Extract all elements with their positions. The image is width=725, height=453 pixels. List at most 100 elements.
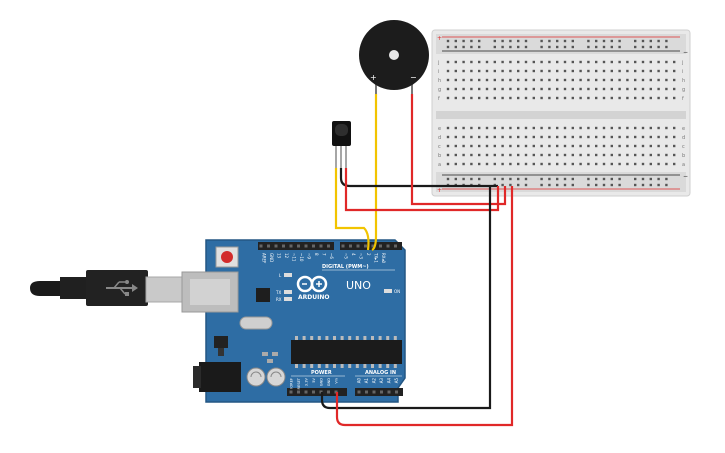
- breadboard-hole[interactable]: [595, 96, 598, 100]
- breadboard-hole[interactable]: [579, 162, 582, 166]
- breadboard-hole[interactable]: [540, 69, 543, 73]
- breadboard-hole[interactable]: [462, 60, 465, 64]
- rail-hole[interactable]: [571, 177, 574, 181]
- breadboard-hole[interactable]: [446, 135, 450, 139]
- rail-hole[interactable]: [501, 45, 504, 49]
- breadboard-hole[interactable]: [587, 96, 590, 100]
- rail-hole[interactable]: [563, 39, 567, 43]
- breadboard-hole[interactable]: [641, 126, 645, 130]
- header-pin[interactable]: [274, 244, 278, 248]
- breadboard-hole[interactable]: [626, 96, 629, 100]
- rail-hole[interactable]: [501, 39, 504, 43]
- breadboard-hole[interactable]: [579, 153, 582, 157]
- breadboard-hole[interactable]: [517, 87, 520, 91]
- breadboard-hole[interactable]: [579, 135, 582, 139]
- breadboard-hole[interactable]: [493, 87, 496, 91]
- breadboard-hole[interactable]: [540, 144, 543, 148]
- rail-hole[interactable]: [641, 45, 645, 49]
- breadboard-hole[interactable]: [618, 144, 621, 148]
- rail-hole[interactable]: [524, 45, 528, 49]
- rail-hole[interactable]: [509, 39, 512, 43]
- rail-hole[interactable]: [563, 45, 567, 49]
- header-pin[interactable]: [297, 390, 300, 394]
- rail-hole[interactable]: [548, 45, 551, 49]
- rail-hole[interactable]: [602, 183, 606, 187]
- breadboard-hole[interactable]: [478, 144, 481, 148]
- breadboard-hole[interactable]: [587, 126, 590, 130]
- breadboard-hole[interactable]: [478, 96, 481, 100]
- rail-hole[interactable]: [556, 177, 559, 181]
- breadboard-hole[interactable]: [618, 69, 621, 73]
- breadboard-hole[interactable]: [641, 153, 645, 157]
- breadboard-hole[interactable]: [657, 144, 660, 148]
- breadboard-hole[interactable]: [610, 144, 613, 148]
- breadboard-hole[interactable]: [501, 144, 504, 148]
- breadboard-hole[interactable]: [556, 162, 559, 166]
- breadboard-hole[interactable]: [610, 87, 613, 91]
- wire-black-ground-to-arduino[interactable]: [320, 186, 492, 410]
- breadboard-hole[interactable]: [673, 60, 676, 64]
- breadboard-hole[interactable]: [673, 87, 676, 91]
- breadboard-hole[interactable]: [618, 126, 621, 130]
- breadboard-hole[interactable]: [602, 126, 606, 130]
- breadboard-hole[interactable]: [563, 78, 567, 82]
- breadboard-hole[interactable]: [595, 135, 598, 139]
- rail-hole[interactable]: [454, 177, 457, 181]
- header-pin[interactable]: [365, 390, 368, 394]
- breadboard-hole[interactable]: [485, 96, 489, 100]
- breadboard-hole[interactable]: [649, 144, 652, 148]
- header-pin[interactable]: [319, 244, 323, 248]
- breadboard-hole[interactable]: [532, 78, 535, 82]
- breadboard-hole[interactable]: [524, 60, 528, 64]
- breadboard-hole[interactable]: [602, 96, 606, 100]
- breadboard-hole[interactable]: [665, 135, 668, 139]
- breadboard-hole[interactable]: [618, 78, 621, 82]
- rail-hole[interactable]: [524, 39, 528, 43]
- breadboard-hole[interactable]: [524, 96, 528, 100]
- rail-hole[interactable]: [493, 177, 496, 181]
- breadboard-hole[interactable]: [634, 69, 637, 73]
- breadboard-hole[interactable]: [610, 135, 613, 139]
- rail-hole[interactable]: [493, 45, 496, 49]
- breadboard-hole[interactable]: [673, 96, 676, 100]
- rail-hole[interactable]: [649, 39, 652, 43]
- breadboard-hole[interactable]: [618, 162, 621, 166]
- rail-hole[interactable]: [571, 39, 574, 43]
- breadboard-hole[interactable]: [649, 87, 652, 91]
- breadboard-hole[interactable]: [602, 135, 606, 139]
- breadboard-hole[interactable]: [446, 162, 450, 166]
- rail-hole[interactable]: [462, 177, 465, 181]
- breadboard-hole[interactable]: [462, 126, 465, 130]
- breadboard-hole[interactable]: [634, 135, 637, 139]
- breadboard-hole[interactable]: [649, 69, 652, 73]
- breadboard-hole[interactable]: [478, 126, 481, 130]
- breadboard-hole[interactable]: [673, 78, 676, 82]
- breadboard-hole[interactable]: [524, 126, 528, 130]
- breadboard-hole[interactable]: [579, 78, 582, 82]
- header-pin[interactable]: [357, 390, 361, 394]
- breadboard-hole[interactable]: [470, 87, 473, 91]
- header-pin[interactable]: [395, 390, 398, 394]
- rail-hole[interactable]: [517, 177, 520, 181]
- rail-hole[interactable]: [501, 177, 504, 181]
- breadboard-hole[interactable]: [548, 78, 551, 82]
- breadboard-hole[interactable]: [571, 144, 574, 148]
- rail-hole[interactable]: [665, 183, 668, 187]
- breadboard-hole[interactable]: [602, 153, 606, 157]
- breadboard-hole[interactable]: [563, 135, 567, 139]
- breadboard-hole[interactable]: [501, 135, 504, 139]
- breadboard-hole[interactable]: [532, 69, 535, 73]
- breadboard-hole[interactable]: [540, 135, 543, 139]
- breadboard-hole[interactable]: [673, 135, 676, 139]
- rail-hole[interactable]: [540, 45, 543, 49]
- breadboard-hole[interactable]: [470, 60, 473, 64]
- rail-hole[interactable]: [595, 177, 598, 181]
- breadboard-hole[interactable]: [634, 162, 637, 166]
- breadboard-hole[interactable]: [454, 153, 457, 157]
- breadboard-hole[interactable]: [446, 144, 450, 148]
- breadboard-hole[interactable]: [571, 69, 574, 73]
- breadboard-hole[interactable]: [610, 96, 613, 100]
- breadboard-hole[interactable]: [563, 96, 567, 100]
- rail-hole[interactable]: [602, 39, 606, 43]
- breadboard-hole[interactable]: [571, 87, 574, 91]
